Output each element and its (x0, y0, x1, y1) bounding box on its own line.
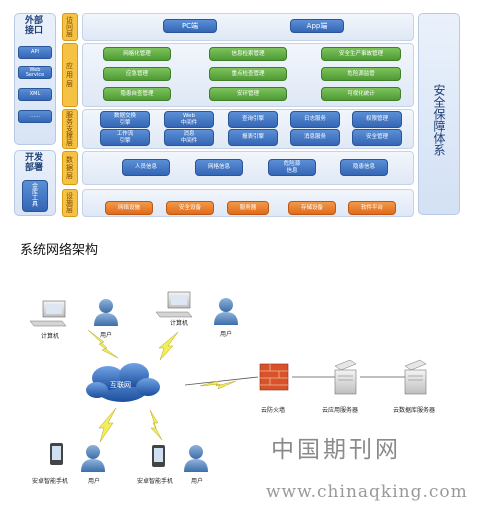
db-server-icon (404, 359, 427, 395)
api-button: API (18, 46, 52, 59)
tool-button: 金 库 工 具 (22, 180, 48, 212)
interface-panel (14, 13, 56, 145)
phone-label: 安卓智能手机 (32, 478, 69, 485)
user-label: 用户 (88, 478, 101, 485)
security-panel: 安全保障体系 (418, 13, 460, 215)
phone-label: 安卓智能手机 (137, 478, 174, 485)
user-icon (214, 298, 238, 325)
access-layer (82, 13, 414, 41)
service-module: 消息 中间件 (164, 129, 214, 146)
user-icon (81, 445, 105, 472)
service-module: 权限管理 (352, 111, 402, 128)
app-module: 信息检索管理 (209, 47, 287, 61)
data-layer-label: 数 据 层 (62, 151, 78, 185)
service-layer-label: 服 务 支 撑 层 (62, 109, 78, 149)
firewall-label: 云防火墙 (261, 407, 286, 414)
app-layer-label: 应 用 层 (62, 43, 78, 107)
pc-client: PC端 (163, 19, 217, 33)
app-server-label: 云应用服务器 (322, 407, 359, 414)
wireless-link-icon (87, 329, 237, 443)
infra-module: 存储设备 (288, 201, 336, 215)
data-module: 隐患信息 (340, 159, 388, 176)
xml-button: XML (18, 88, 52, 101)
watermark-cn: 中国期刊网 (271, 437, 401, 463)
app-module: 安环管理 (209, 87, 287, 101)
app-module: 重点检查管理 (209, 67, 287, 81)
security-title: 安全保障体系 (432, 84, 446, 156)
computer-label: 计算机 (41, 333, 60, 340)
computer-icon (155, 291, 193, 318)
app-module: 应急管理 (103, 67, 171, 81)
deploy-title: 开发 部署 (24, 153, 43, 173)
service-module: 日志服务 (290, 111, 340, 128)
computer-label: 计算机 (170, 320, 189, 327)
interface-title: 外部 接口 (24, 16, 43, 36)
firewall-icon (259, 363, 289, 391)
service-module: Web 中间件 (164, 111, 214, 128)
data-module: 人员信息 (122, 159, 170, 176)
service-module: 消息服务 (290, 129, 340, 146)
internet-cloud-icon (86, 363, 160, 402)
app-module: 可视化统计 (321, 87, 401, 101)
data-module: 网格信息 (195, 159, 243, 176)
user-label: 用户 (100, 332, 113, 339)
service-module: 数据交换 引擎 (100, 111, 150, 128)
app-module: 隐患自查管理 (103, 87, 171, 101)
smartphone-icon (50, 443, 63, 465)
network-diagram (29, 291, 427, 472)
app-module: 网格化管理 (103, 47, 171, 61)
user-label: 用户 (220, 331, 233, 338)
user-label: 用户 (191, 478, 204, 485)
computer-icon (29, 300, 67, 327)
infra-module: 软件平台 (348, 201, 396, 215)
data-module: 危险源 信息 (268, 159, 316, 176)
infra-module: 网络设施 (105, 201, 153, 215)
app-module: 危险源监管 (321, 67, 401, 81)
user-icon (184, 445, 208, 472)
smartphone-icon (152, 445, 165, 467)
infra-module: 安全设备 (166, 201, 214, 215)
service-module: 报表引擎 (228, 129, 278, 146)
app-module: 安全生产事故管理 (321, 47, 401, 61)
network-caption: 系统网络架构 (20, 243, 99, 258)
watermark-url: www.chinaqking.com (266, 482, 468, 502)
service-module: 安全管理 (352, 129, 402, 146)
cloud-label: 互联网 (110, 381, 131, 389)
more-button: …… (18, 110, 52, 123)
webservice-button: Web Service (18, 66, 52, 79)
access-layer-label: 访 问 层 (62, 13, 78, 41)
user-icon (94, 299, 118, 326)
infra-layer-label: 设 施 层 (62, 189, 78, 217)
service-module: 工作流 引擎 (100, 129, 150, 146)
app-client: App端 (290, 19, 344, 33)
app-server-icon (334, 359, 357, 395)
infra-module: 服务器 (227, 201, 269, 215)
db-server-label: 云数据库服务器 (393, 407, 436, 414)
service-module: 查询引擎 (228, 111, 278, 128)
